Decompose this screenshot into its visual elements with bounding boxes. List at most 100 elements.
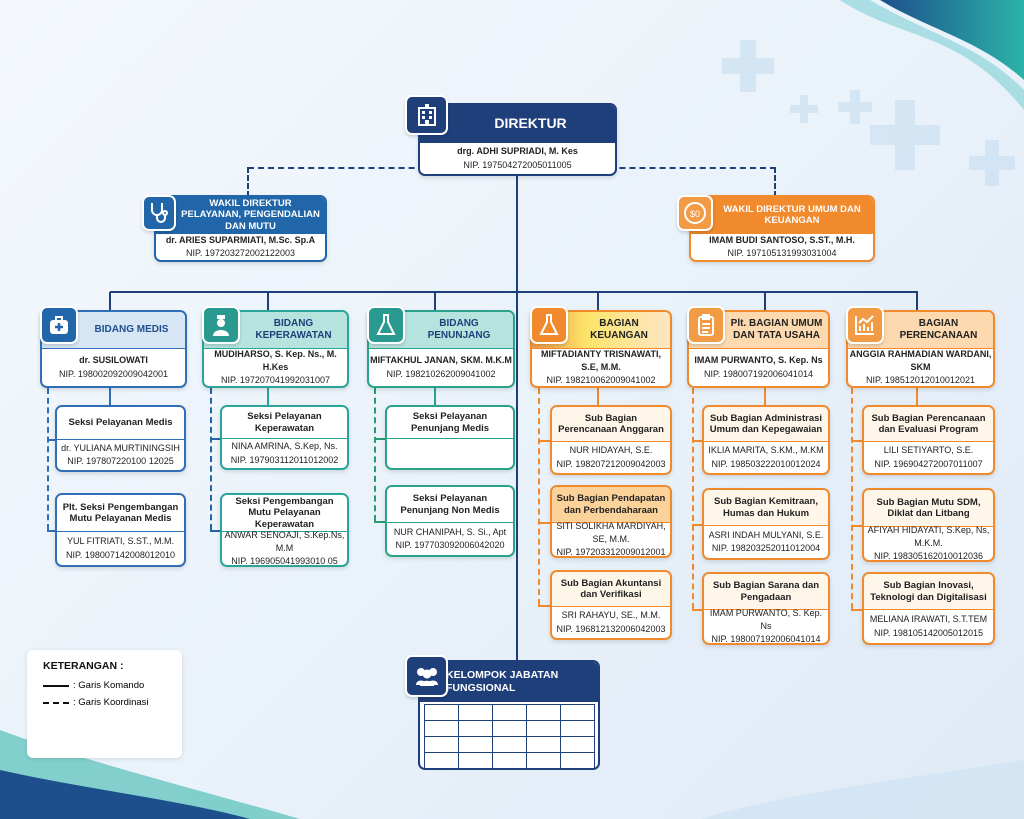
table-cell bbox=[423, 735, 459, 753]
wakil-direktur-umum-box-body: IMAM BUDI SANTOSO, S.ST., M.H.NIP. 19710… bbox=[691, 233, 873, 260]
clipboard-icon bbox=[687, 306, 725, 344]
kelompok-jabatan-fungsional: KELOMPOK JABATAN FUNGSIONAL bbox=[418, 660, 600, 770]
command-line bbox=[110, 291, 918, 293]
sub-unit-box-title: Sub Bagian Kemitraan, Humas dan Hukum bbox=[704, 490, 828, 525]
person-name: IKLIA MARITA, S.KM., M.KM bbox=[708, 445, 824, 456]
person-nip: NIP. 198007142008012010 bbox=[66, 549, 175, 560]
command-line bbox=[109, 388, 111, 405]
solid-line-sample bbox=[43, 684, 69, 687]
person-nip: NIP. 198210262009041002 bbox=[386, 368, 496, 379]
sub-unit-box-title: Sub Bagian Pendapatan dan Perbendaharaan bbox=[552, 487, 670, 522]
person-nip: NIP. 198007192006041014 bbox=[711, 634, 821, 645]
coordination-line bbox=[47, 530, 55, 532]
coordination-line bbox=[851, 608, 862, 611]
person-nip: NIP. 197703092006042020 bbox=[395, 540, 505, 550]
person-nip: NIP. 198503222010012024 bbox=[711, 458, 821, 469]
sub-unit-box-title: Seksi Pelayanan Keperawatan bbox=[222, 407, 347, 438]
svg-text:$0: $0 bbox=[690, 209, 700, 219]
sub-unit-box-body: MELIANA IRAWATI, S.T.TEM NIP. 19810514200… bbox=[864, 609, 993, 643]
person-nip: NIP. 196812132006042003 bbox=[556, 623, 666, 634]
coordination-line bbox=[851, 525, 862, 527]
command-line bbox=[516, 175, 518, 660]
stethoscope-icon bbox=[142, 195, 176, 231]
command-line bbox=[267, 388, 269, 405]
coordination-line bbox=[247, 167, 249, 197]
person-name: SITI SOLIKHA MARDIYAH, SE, M.M. bbox=[556, 520, 666, 544]
command-line bbox=[916, 388, 918, 405]
flask-icon bbox=[367, 306, 405, 344]
table-cell bbox=[457, 703, 493, 721]
table-cell bbox=[491, 735, 527, 753]
medical-bag-icon bbox=[40, 306, 78, 344]
person-name: dr. SUSILOWATI bbox=[79, 355, 148, 366]
sub-unit-box-title: Sub Bagian Perencanaan dan Evaluasi Prog… bbox=[864, 407, 993, 441]
sub-unit-box: Plt. Seksi Pengembangan Mutu Pelayanan M… bbox=[55, 493, 186, 567]
sub-unit-box-title: Sub Bagian Sarana dan Pengadaan bbox=[704, 574, 828, 609]
person-nip: NIP. 198105142005012015 bbox=[874, 627, 983, 638]
sub-unit-box-body: NINA AMRINA, S.Kep, Ns. NIP. 197903112011… bbox=[222, 438, 347, 468]
sub-unit-box-title: Seksi Pelayanan Medis bbox=[57, 407, 184, 439]
coordination-line bbox=[210, 388, 212, 530]
table-cell bbox=[457, 751, 493, 768]
person-name: MIFTADIANTY TRISNAWATI, S.E, M.M. bbox=[541, 348, 661, 372]
sub-unit-box-title: Sub Bagian Inovasi, Teknologi dan Digita… bbox=[864, 574, 993, 609]
money-icon: $0 bbox=[677, 195, 713, 231]
command-line bbox=[764, 388, 766, 405]
coordination-line bbox=[47, 438, 55, 441]
table-cell bbox=[525, 735, 561, 753]
person-nip: NIP. 197504272005011005 bbox=[463, 159, 572, 170]
sub-unit-box-title: Seksi Pelayanan Penunjang Non Medis bbox=[387, 487, 513, 522]
sub-unit-box-body: ASRI INDAH MULYANI, S.E.NIP. 19820325201… bbox=[704, 525, 828, 558]
command-line bbox=[109, 292, 111, 310]
sub-unit-box: Seksi Pelayanan Penunjang Medis bbox=[385, 405, 515, 470]
kelompok-table bbox=[423, 703, 595, 768]
sub-unit-box-body: IKLIA MARITA, S.KM., M.KM NIP. 1985032220… bbox=[704, 441, 828, 473]
person-name: MELIANA IRAWATI, S.T.TEM bbox=[869, 614, 988, 625]
table-cell bbox=[423, 751, 459, 768]
nurse-icon bbox=[202, 306, 240, 344]
person-name: dr. YULIANA MURTININGSIH bbox=[61, 442, 180, 453]
table-cell bbox=[491, 751, 527, 768]
person-name: MIFTAKHUL JANAN, SKM. M.K.M bbox=[370, 355, 512, 366]
coordination-line bbox=[47, 388, 49, 530]
table-cell bbox=[525, 703, 561, 721]
person-nip: NIP. 197105131993031004 bbox=[727, 248, 837, 258]
person-nip: NIP. 197903112011012002 bbox=[230, 454, 339, 465]
sub-unit-box-body: SITI SOLIKHA MARDIYAH, SE, M.M. NIP. 1972… bbox=[552, 520, 670, 558]
sub-unit-box: Seksi Pelayanan Medis dr. YULIANA MURTINI… bbox=[55, 405, 186, 472]
hospital-building-icon bbox=[405, 95, 448, 135]
coordination-line bbox=[851, 388, 853, 609]
person-nip: NIP. 197203312009012001 bbox=[556, 547, 666, 558]
person-name: NUR HIDAYAH, S.E. bbox=[569, 445, 653, 456]
table-cell bbox=[423, 703, 459, 721]
person-name: ASRI INDAH MULYANI, S.E. bbox=[708, 529, 824, 540]
wakil-direktur-pelayanan-box-title: WAKIL DIREKTUR PELAYANAN, PENGENDALIAN D… bbox=[156, 197, 325, 233]
person-nip: NIP. 196905041993010 05 bbox=[231, 556, 338, 567]
table-cell bbox=[491, 703, 527, 721]
sub-unit-box-body: NUR HIDAYAH, S.E.NIP. 198207212009042003 bbox=[552, 441, 670, 473]
person-name: NINA AMRINA, S.Kep, Ns. bbox=[231, 441, 338, 452]
person-name: MUDIHARSO, S. Kep. Ns., M. H.Kes bbox=[214, 348, 337, 372]
sub-unit-box-title: Sub Bagian Administrasi Umum dan Kepegaw… bbox=[704, 407, 828, 441]
person-nip: NIP. 197203272002122003 bbox=[186, 248, 295, 258]
person-nip: NIP. 198007192006041014 bbox=[704, 368, 813, 379]
coordination-line bbox=[538, 440, 550, 442]
legend: KETERANGAN : : Garis Komando : Garis Koo… bbox=[27, 650, 182, 758]
command-line bbox=[434, 292, 436, 310]
table-cell bbox=[559, 703, 595, 721]
person-name: IMAM PURWANTO, S. Kep. Ns bbox=[709, 607, 823, 631]
person-nip: NIP. 198305162010012036 bbox=[874, 551, 983, 562]
coordination-line bbox=[374, 388, 376, 521]
table-cell bbox=[525, 719, 561, 737]
person-nip: NIP. 197207041992031007 bbox=[221, 375, 330, 386]
